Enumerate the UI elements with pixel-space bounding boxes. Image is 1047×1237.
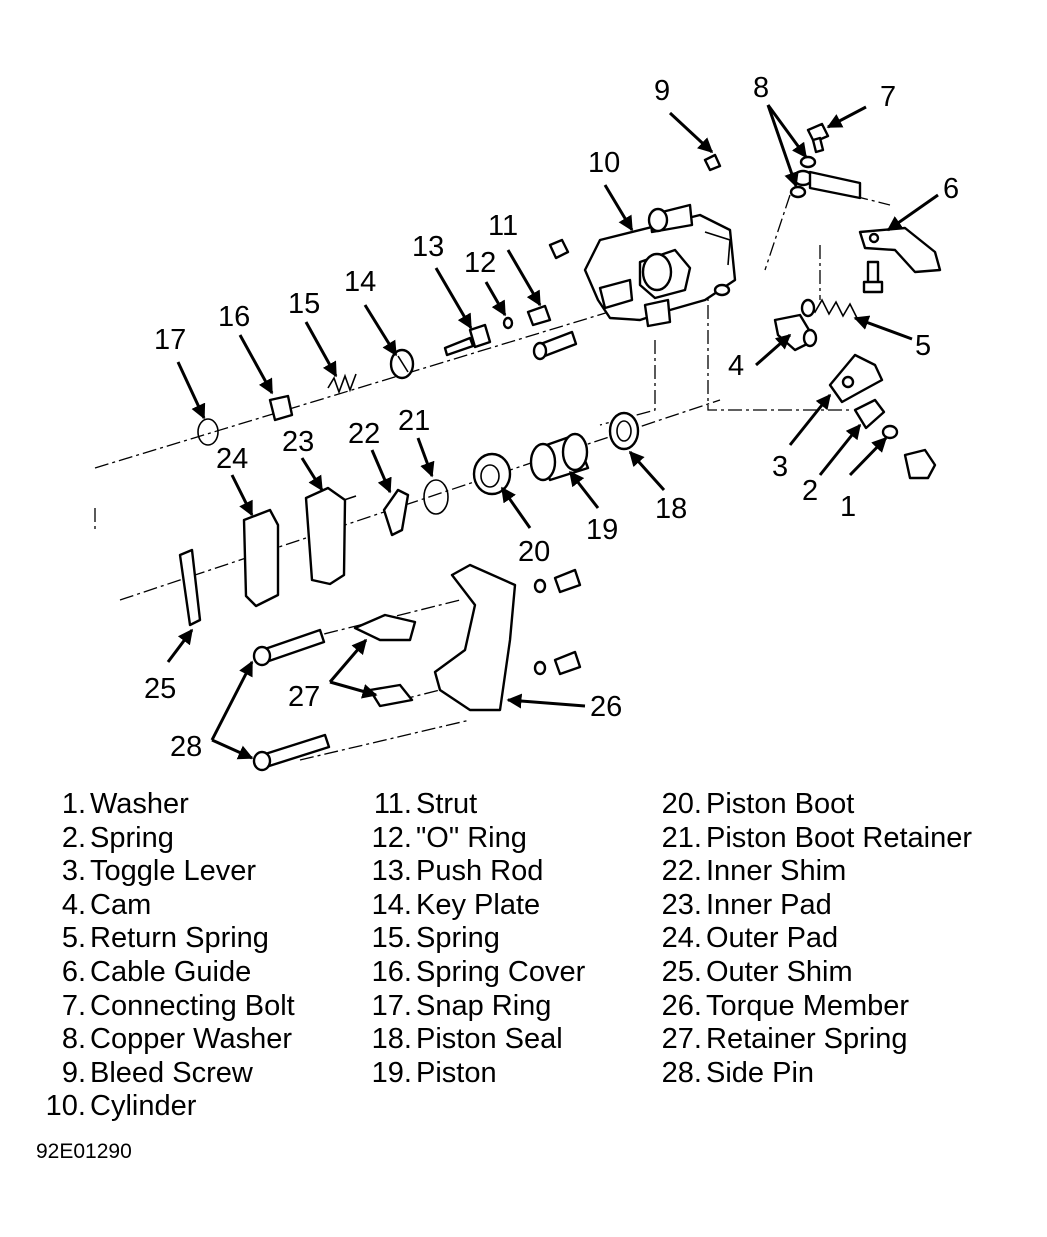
outer-pad-part	[242, 508, 280, 608]
legend-item: 9.Bleed Screw	[61, 1056, 253, 1089]
bleed-screw-part	[703, 153, 722, 172]
callout-22: 22	[348, 418, 380, 450]
copper-washer-lower-part	[789, 185, 807, 199]
callout-25: 25	[144, 673, 176, 705]
figure-code: 92E01290	[36, 1140, 132, 1163]
legend-item: 25.Outer Shim	[661, 955, 853, 988]
legend-item: 17.Snap Ring	[371, 989, 552, 1022]
legend-item: 18.Piston Seal	[371, 1023, 563, 1056]
callout-3: 3	[772, 451, 788, 483]
callout-9: 9	[654, 75, 670, 107]
callout-27: 27	[288, 681, 320, 713]
callout-12: 12	[464, 247, 496, 279]
callout-13: 13	[412, 231, 444, 263]
callout-6: 6	[943, 173, 959, 205]
legend-item: 22.Inner Shim	[661, 855, 847, 888]
exploded-view-diagram: 1 2 3 4 5 6 7 8 9 10 11 12 13 14 15 16 1…	[94, 72, 959, 772]
callout-4: 4	[728, 350, 744, 382]
strut-part	[526, 304, 552, 327]
legend-item: 21.Piston Boot Retainer	[661, 821, 972, 854]
snap-ring-part	[197, 418, 219, 446]
legend-item: 27.Retainer Spring	[661, 1023, 908, 1056]
spring-part	[853, 398, 886, 430]
legend-item: 20.Piston Boot	[661, 788, 855, 820]
spring-cover-part	[268, 394, 294, 422]
callout-20: 20	[518, 536, 550, 568]
legend-item: 5.Return Spring	[61, 922, 269, 955]
retainer-spring-upper-part	[353, 613, 417, 642]
return-spring-part	[800, 298, 858, 319]
callout-24: 24	[216, 443, 248, 475]
toggle-lever-part	[828, 353, 884, 404]
inner-shim-part	[382, 488, 410, 537]
side-pin-upper-part	[252, 628, 326, 667]
adjuster-spring-part	[327, 373, 357, 395]
legend-item: 24.Outer Pad	[661, 922, 839, 955]
callout-16: 16	[218, 301, 250, 333]
piston-part	[529, 432, 590, 482]
legend-item: 12."O" Ring	[371, 821, 527, 854]
inner-pad-part	[304, 486, 357, 586]
callout-15: 15	[288, 288, 320, 320]
legend-item: 3.Toggle Lever	[61, 855, 257, 888]
piston-boot-part	[472, 452, 512, 496]
cable-guide-part	[858, 226, 942, 294]
callout-23: 23	[282, 426, 314, 458]
legend-item: 2.Spring	[61, 821, 174, 854]
callout-14: 14	[344, 266, 376, 298]
callout-28: 28	[170, 731, 202, 763]
piston-boot-retainer-part	[423, 479, 449, 515]
callout-19: 19	[586, 514, 618, 546]
callout-26: 26	[590, 691, 622, 723]
legend-item: 4.Cam	[61, 888, 152, 921]
legend-item: 10.Cylinder	[45, 1090, 197, 1123]
piston-seal-part	[608, 411, 640, 451]
legend-item: 28.Side Pin	[661, 1056, 815, 1089]
adjuster-bolt-part	[532, 330, 578, 361]
callout-7: 7	[880, 81, 896, 113]
legend-item: 14.Key Plate	[371, 888, 541, 921]
callout-11: 11	[488, 210, 518, 242]
cylinder-bushing-part	[548, 238, 570, 260]
o-ring-part	[502, 316, 514, 330]
callout-8: 8	[753, 72, 769, 104]
legend-item: 13.Push Rod	[371, 855, 544, 888]
legend-item: 7.Connecting Bolt	[61, 989, 295, 1022]
retainer-spring-lower-part	[368, 683, 414, 708]
legend-item: 8.Copper Washer	[61, 1023, 293, 1056]
legend-item: 23.Inner Pad	[661, 888, 832, 921]
legend-item: 15.Spring	[371, 922, 500, 955]
legend-item: 19.Piston	[371, 1056, 497, 1089]
legend-item: 11.Strut	[373, 788, 478, 820]
connecting-bolt-part	[806, 122, 830, 154]
callout-1: 1	[840, 491, 856, 523]
copper-washer-upper-part	[799, 155, 817, 169]
washer-part	[881, 424, 899, 440]
outer-shim-part	[178, 548, 202, 627]
legend-column-1: 1.Washer 2.Spring 3.Toggle Lever 4.Cam 5…	[32, 788, 295, 1124]
legend-item: 1.Washer	[61, 788, 189, 820]
washer-nut-part	[903, 448, 937, 480]
callout-5: 5	[915, 330, 931, 362]
legend-column-3: 20.Piston Boot 21.Piston Boot Retainer 2…	[646, 788, 972, 1090]
side-pin-lower-part	[252, 733, 331, 772]
legend-item: 16.Spring Cover	[371, 955, 586, 988]
push-rod-part	[443, 323, 492, 357]
legend-item: 6.Cable Guide	[61, 955, 252, 988]
callout-18: 18	[655, 493, 687, 525]
callout-10: 10	[588, 147, 620, 179]
callout-17: 17	[154, 324, 186, 356]
cam-part	[773, 313, 818, 352]
cylinder-part	[583, 203, 737, 328]
legend-item: 26.Torque Member	[661, 989, 910, 1022]
torque-member-part	[433, 563, 582, 712]
callout-2: 2	[802, 475, 818, 507]
key-plate-part	[389, 348, 415, 380]
legend-column-2: 11.Strut 12."O" Ring 13.Push Rod 14.Key …	[358, 788, 586, 1090]
callout-21: 21	[398, 405, 430, 437]
leader-arrows	[166, 104, 939, 760]
